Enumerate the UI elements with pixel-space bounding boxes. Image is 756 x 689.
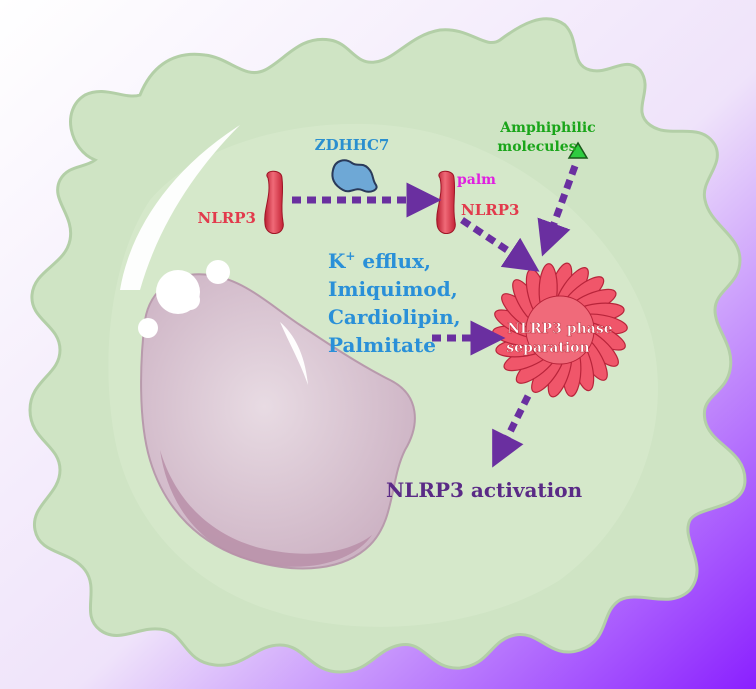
arrow-amphiphilic-to-condensate (537, 164, 579, 257)
nlrp3-label-left: NLRP3 (198, 209, 256, 227)
nlrp3-label-right: NLRP3 (461, 201, 519, 219)
vesicles (138, 260, 230, 338)
amphiphilic-triangle-icon (567, 141, 589, 159)
zdhhc7-label: ZDHHC7 (315, 136, 390, 154)
stimulus-imiquimod: Imiquimod, (328, 277, 458, 301)
stimulus-k: K (328, 249, 346, 273)
membrane-highlight (120, 125, 240, 290)
zdhhc7-enzyme-icon (331, 159, 378, 193)
stimulus-k-efflux: K+ efflux, (328, 249, 431, 273)
amphiphilic-label-line1: Amphiphilic (499, 120, 595, 136)
phase-separation-line2: separation (506, 340, 589, 356)
stimulus-k-superscript: + (345, 249, 355, 263)
nlrp3-condensate-icon (492, 262, 628, 398)
phase-separation-line1: NLRP3 phase (507, 321, 612, 337)
nlrp3-protein-left-icon (264, 170, 284, 234)
stimulus-k-suffix: efflux, (355, 249, 430, 273)
nlrp3-activation-label: NLRP3 activation (386, 478, 583, 502)
arrow-condensate-to-activation (492, 394, 532, 468)
palm-label: palm (457, 172, 496, 188)
stimulus-palmitate: Palmitate (328, 333, 436, 357)
amphiphilic-label-line2: molecules (497, 139, 576, 155)
stimulus-cardiolipin: Cardiolipin, (328, 305, 461, 329)
nucleus-icon (140, 273, 416, 570)
condensate-core (525, 295, 595, 365)
arrow-nlrp3-to-condensate (460, 217, 540, 272)
